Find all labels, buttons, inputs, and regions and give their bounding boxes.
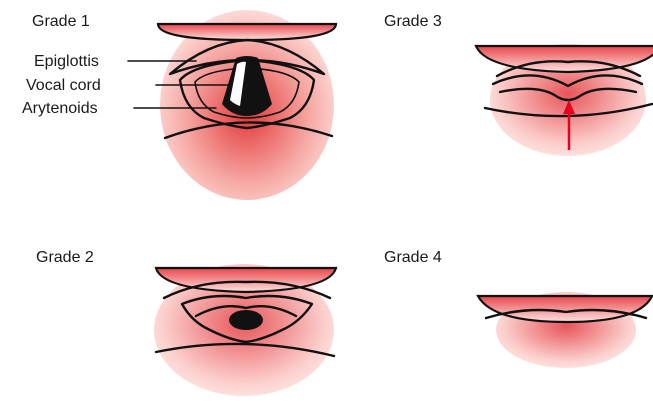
grade-1-upper-lip — [158, 24, 336, 40]
panel-grade-2: Grade 2 — [36, 249, 336, 396]
annotation-arytenoids: Arytenoids — [22, 100, 98, 117]
panel-grade-4: Grade 4 — [384, 249, 652, 368]
annotation-epiglottis: Epiglottis — [34, 53, 99, 70]
annotation-vocal-cord: Vocal cord — [26, 77, 101, 94]
panel-grade-1: Grade 1 Epiglottis Vocal cord Arytenoids — [22, 10, 336, 200]
grade-2-glottis — [229, 310, 263, 330]
panel-grade-3: Grade 3 — [384, 13, 653, 156]
panel-title-grade-1: Grade 1 — [32, 13, 90, 30]
panel-title-grade-3: Grade 3 — [384, 13, 442, 30]
panel-title-grade-2: Grade 2 — [36, 249, 94, 266]
panel-title-grade-4: Grade 4 — [384, 249, 442, 266]
